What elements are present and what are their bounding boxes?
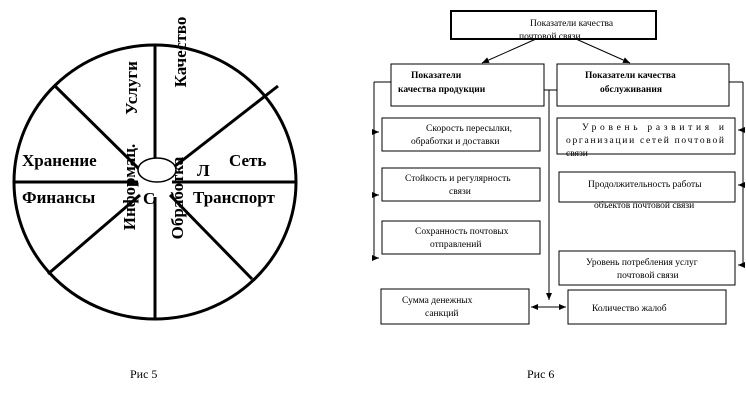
figure-6-flowchart: Показатели качества почтовой связи Показ… — [372, 10, 745, 381]
right-item-3-box — [558, 250, 736, 286]
bottom-left-box — [380, 288, 530, 325]
right-item-2-box — [558, 171, 736, 203]
bottom-left-line-1: Сумма денежных — [402, 296, 473, 306]
service-quality-line-1: Показатели качества — [585, 71, 676, 81]
service-quality-line-2: обслуживания — [600, 84, 662, 95]
right-item-3-line-2: почтовой связи — [617, 270, 679, 281]
caption-fig5: Рис 5 — [130, 367, 157, 381]
bottom-right-box — [567, 289, 727, 325]
left-item-1-box — [381, 117, 541, 152]
left-item-2-line-1: Стойкость и регулярность — [405, 173, 511, 184]
wheel-spoke-lower-left — [47, 193, 141, 276]
label-uslugi: Услуги — [122, 61, 141, 115]
wheel-hub — [137, 157, 177, 183]
left-item-1-line-1: Скорость пересылки, — [426, 124, 512, 134]
left-item-3-line-2: отправлений — [430, 239, 481, 250]
label-l: Л — [197, 161, 210, 180]
label-kachestvo: Качество — [171, 17, 190, 88]
label-c: С — [143, 189, 155, 208]
product-quality-line-2: качества продукции — [398, 85, 486, 95]
bottom-right-text: Количество жалоб — [592, 303, 667, 314]
caption-fig6: Рис 6 — [527, 367, 554, 381]
wheel-spoke-upper-left — [53, 84, 142, 172]
label-informats: Информац. — [120, 144, 139, 231]
label-set: Сеть — [229, 151, 266, 170]
right-item-2-line-1: Продолжительность работы — [588, 179, 702, 190]
left-item-2-box — [381, 167, 541, 202]
label-finansy: Финансы — [22, 188, 95, 207]
product-quality-line-1: Показатели — [411, 71, 462, 81]
right-item-3-line-1: Уровень потребления услуг — [586, 257, 698, 268]
right-item-2-line-2: объектов почтовой связи — [594, 200, 694, 211]
wheel-spoke-lower-right — [168, 193, 254, 281]
bottom-left-line-2: санкций — [425, 308, 459, 319]
arrow-title-to-product — [481, 38, 537, 64]
figure-5-wheel: Услуги Качество Хранение Сеть Финансы Тр… — [12, 17, 298, 381]
arrow-title-to-service — [575, 38, 631, 64]
right-item-1-box — [556, 117, 736, 155]
label-obrabotka: Обработка — [168, 156, 187, 239]
wheel-spoke-upper-right — [169, 84, 279, 172]
product-quality-box — [390, 63, 545, 107]
title-line-1: Показатели качества — [530, 19, 614, 29]
title-line-2: почтовой связи — [519, 31, 581, 42]
label-khranenie: Хранение — [22, 151, 97, 170]
left-item-2-line-2: связи — [449, 187, 471, 197]
left-item-1-line-2: обработки и доставки — [411, 136, 499, 147]
title-box — [450, 10, 657, 40]
left-item-3-line-1: Сохранность почтовых — [415, 227, 509, 237]
right-item-1-line-3: связи — [566, 149, 588, 159]
label-transport: Транспорт — [193, 188, 276, 207]
service-quality-box — [556, 63, 730, 107]
left-item-3-box — [381, 220, 541, 255]
